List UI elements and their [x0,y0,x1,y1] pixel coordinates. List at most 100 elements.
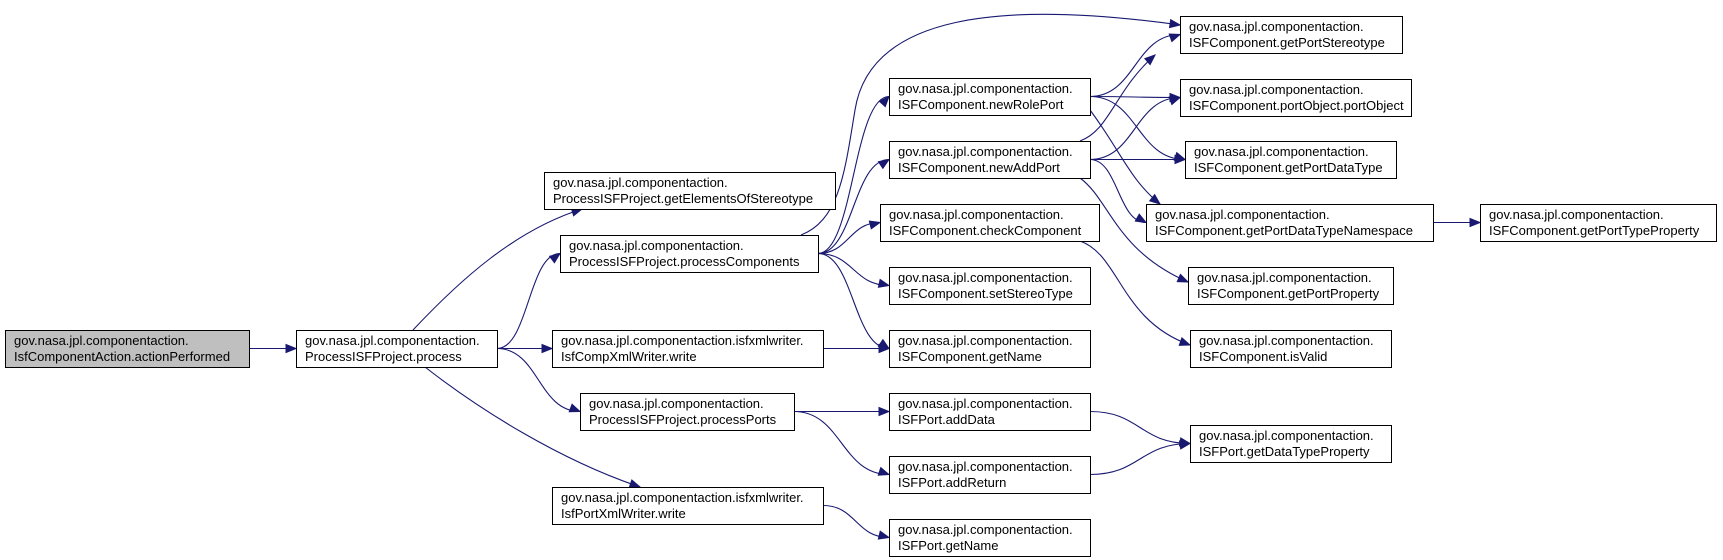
node-package-label: gov.nasa.jpl.componentaction. [14,333,189,348]
edge-n0-n1 [248,343,298,354]
node-n13[interactable]: gov.nasa.jpl.componentaction.ISFPort.add… [889,456,1091,494]
node-n21[interactable]: gov.nasa.jpl.componentaction.ISFPort.get… [1190,425,1392,463]
node-box [889,393,1091,431]
node-n12[interactable]: gov.nasa.jpl.componentaction.ISFPort.add… [889,393,1091,431]
edge-n8-n18 [1089,158,1148,224]
node-n17[interactable]: gov.nasa.jpl.componentaction.ISFComponen… [1185,141,1397,179]
node-box [544,172,836,210]
node-n14[interactable]: gov.nasa.jpl.componentaction.ISFPort.get… [889,519,1091,557]
node-method-label: ProcessISFProject.getElementsOfStereotyp… [553,191,813,206]
node-method-label: ProcessISFProject.processComponents [569,254,800,269]
node-package-label: gov.nasa.jpl.componentaction. [1155,207,1330,222]
edge-n1-n3 [496,252,562,350]
node-method-label: ISFComponent.portObject.portObject [1189,98,1404,113]
node-box [1180,79,1412,117]
node-package-label: gov.nasa.jpl.componentaction. [1197,270,1372,285]
node-package-label: gov.nasa.jpl.componentaction. [1489,207,1664,222]
edge-n3-n8 [817,158,891,255]
node-n9[interactable]: gov.nasa.jpl.componentaction.ISFComponen… [880,204,1100,242]
node-package-label: gov.nasa.jpl.componentaction.isfxmlwrite… [561,333,804,348]
node-box [1180,16,1403,54]
node-box [560,235,819,273]
node-package-label: gov.nasa.jpl.componentaction. [1194,144,1369,159]
edge-n3-n9 [817,220,882,255]
node-method-label: ISFComponent.getPortDataTypeNamespace [1155,223,1413,238]
node-method-label: ISFComponent.getPortProperty [1197,286,1380,301]
edge-n6-n14 [822,504,891,540]
node-method-label: IsfComponentAction.actionPerformed [14,349,230,364]
node-n2[interactable]: gov.nasa.jpl.componentaction.ProcessISFP… [544,172,836,210]
node-n10[interactable]: gov.nasa.jpl.componentaction.ISFComponen… [889,267,1091,305]
node-box [296,330,498,368]
node-method-label: ISFComponent.getPortTypeProperty [1489,223,1700,238]
node-method-label: ISFPort.addReturn [898,475,1006,490]
call-edges [248,13,1482,540]
node-n0[interactable]: gov.nasa.jpl.componentaction.IsfComponen… [5,330,250,368]
edge-n8-n19 [1079,177,1190,283]
call-nodes: gov.nasa.jpl.componentaction.IsfComponen… [5,16,1717,557]
node-package-label: gov.nasa.jpl.componentaction. [1199,333,1374,348]
node-n16[interactable]: gov.nasa.jpl.componentaction.ISFComponen… [1180,79,1412,117]
node-package-label: gov.nasa.jpl.componentaction.isfxmlwrite… [561,490,804,505]
node-method-label: ISFComponent.newAddPort [898,160,1060,175]
node-n7[interactable]: gov.nasa.jpl.componentaction.ISFComponen… [889,78,1091,116]
node-method-label: ISFComponent.checkComponent [889,223,1082,238]
node-method-label: ProcessISFProject.processPorts [589,412,777,427]
node-box [552,487,824,525]
node-box [880,204,1100,242]
node-box [1190,425,1392,463]
node-method-label: ISFComponent.newRolePort [898,97,1064,112]
edge-n5-n12 [793,406,891,417]
edge-n7-n17 [1089,95,1187,161]
node-n11[interactable]: gov.nasa.jpl.componentaction.ISFComponen… [889,330,1091,368]
node-box [1188,267,1394,305]
node-n22[interactable]: gov.nasa.jpl.componentaction.ISFComponen… [1480,204,1717,242]
node-method-label: ISFComponent.getPortStereotype [1189,35,1385,50]
node-n18[interactable]: gov.nasa.jpl.componentaction.ISFComponen… [1146,204,1434,242]
node-n19[interactable]: gov.nasa.jpl.componentaction.ISFComponen… [1188,267,1394,305]
node-package-label: gov.nasa.jpl.componentaction. [1189,19,1364,34]
node-n6[interactable]: gov.nasa.jpl.componentaction.isfxmlwrite… [552,487,824,525]
node-method-label: ISFComponent.getName [898,349,1042,364]
node-method-label: ISFPort.getName [898,538,998,553]
node-package-label: gov.nasa.jpl.componentaction. [889,207,1064,222]
node-n5[interactable]: gov.nasa.jpl.componentaction.ProcessISFP… [580,393,795,431]
node-box [889,141,1091,179]
node-n3[interactable]: gov.nasa.jpl.componentaction.ProcessISFP… [560,235,819,273]
node-box [580,393,795,431]
node-n8[interactable]: gov.nasa.jpl.componentaction.ISFComponen… [889,141,1091,179]
edge-n7-n18 [1089,109,1162,205]
node-box [889,456,1091,494]
edge-n12-n21 [1089,410,1192,447]
node-method-label: IsfPortXmlWriter.write [561,506,686,521]
node-package-label: gov.nasa.jpl.componentaction. [898,522,1073,537]
node-box [5,330,250,368]
node-n15[interactable]: gov.nasa.jpl.componentaction.ISFComponen… [1180,16,1403,54]
node-box [552,330,824,368]
node-method-label: IsfCompXmlWriter.write [561,349,697,364]
edge-n9-n20 [1079,240,1192,346]
node-package-label: gov.nasa.jpl.componentaction. [1189,82,1364,97]
node-method-label: ISFComponent.isValid [1199,349,1327,364]
node-n20[interactable]: gov.nasa.jpl.componentaction.ISFComponen… [1190,330,1392,368]
node-method-label: ISFComponent.getPortDataType [1194,160,1383,175]
node-package-label: gov.nasa.jpl.componentaction. [898,333,1073,348]
node-method-label: ISFComponent.setStereoType [898,286,1073,301]
node-box [889,267,1091,305]
node-package-label: gov.nasa.jpl.componentaction. [553,175,728,190]
edge-n3-n10 [817,252,891,288]
node-method-label: ProcessISFProject.process [305,349,462,364]
edge-n7-n15 [1089,33,1182,98]
node-n1[interactable]: gov.nasa.jpl.componentaction.ProcessISFP… [296,330,498,368]
node-n4[interactable]: gov.nasa.jpl.componentaction.isfxmlwrite… [552,330,824,368]
edge-n8-n15 [1079,54,1157,142]
node-package-label: gov.nasa.jpl.componentaction. [898,81,1073,96]
node-package-label: gov.nasa.jpl.componentaction. [898,459,1073,474]
node-package-label: gov.nasa.jpl.componentaction. [898,396,1073,411]
edge-n1-n2 [412,207,584,331]
edge-n18-n22 [1433,217,1482,228]
node-box [1185,141,1397,179]
edge-n3-n11 [817,252,891,350]
edge-n8-n16 [1089,96,1182,161]
node-package-label: gov.nasa.jpl.componentaction. [569,238,744,253]
